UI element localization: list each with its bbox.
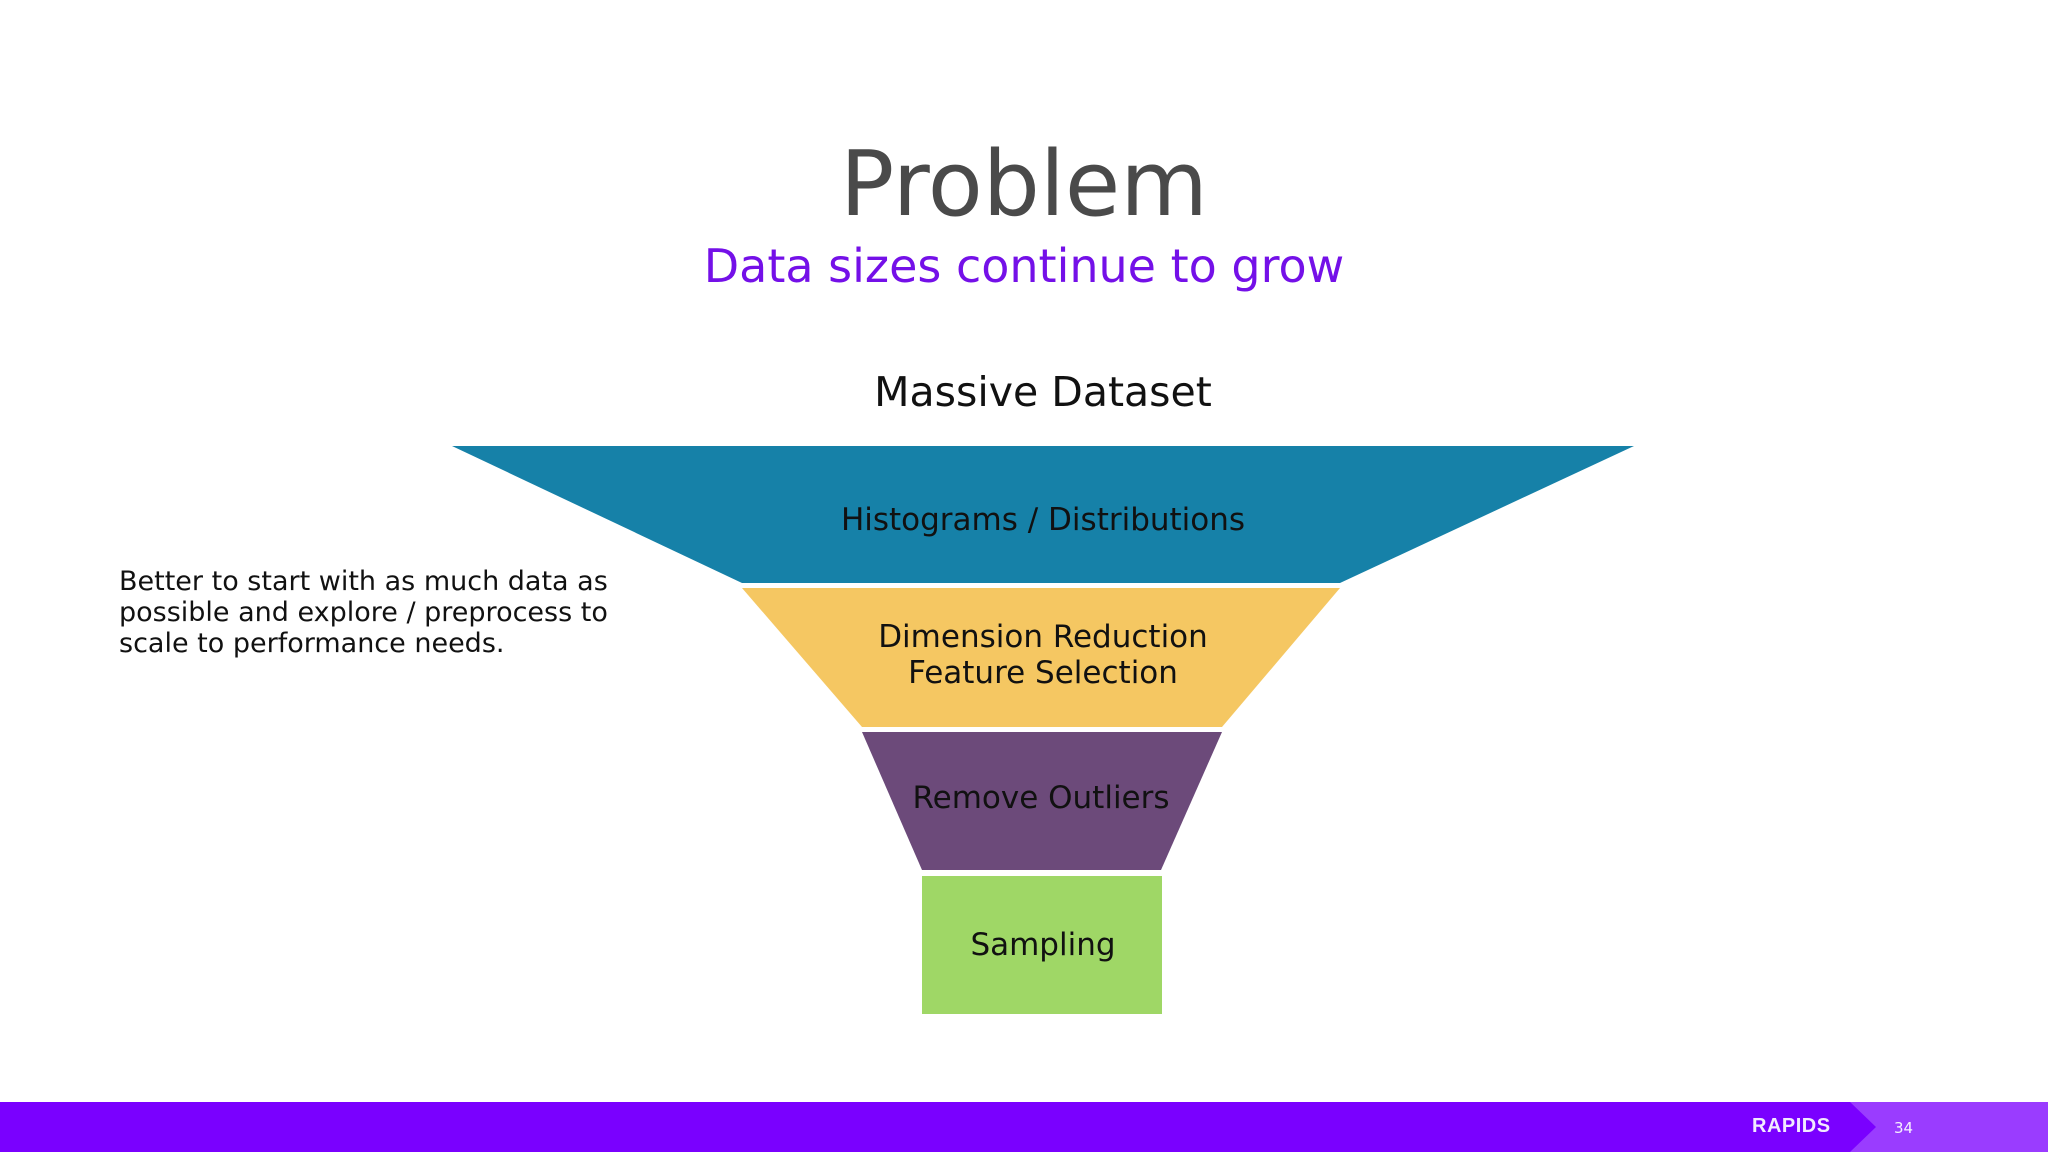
funnel-stage-remove-outliers: Remove Outliers xyxy=(862,732,1222,870)
funnel-stage-histograms: Histograms / Distributions xyxy=(452,446,1634,583)
funnel-stage-label: Histograms / Distributions xyxy=(841,502,1245,538)
funnel-stage-shape xyxy=(452,446,1634,583)
funnel-top-label: Massive Dataset xyxy=(874,368,1212,416)
side-note: Better to start with as much data as pos… xyxy=(119,566,608,659)
rapids-logo: RAPIDS xyxy=(1752,1115,1831,1137)
funnel-stage-label: Feature Selection xyxy=(908,655,1178,691)
funnel-stage-dimension-reduction: Dimension Reduction Feature Selection xyxy=(742,588,1340,727)
slide-subtitle: Data sizes continue to grow xyxy=(703,239,1345,293)
footer-bar: RAPIDS 34 xyxy=(0,1102,2048,1152)
funnel-stage-shape xyxy=(742,588,1340,727)
funnel-stage-sampling: Sampling xyxy=(922,876,1162,1014)
page-number: 34 xyxy=(1894,1119,1914,1137)
slide-title: Problem xyxy=(840,132,1208,237)
funnel-stage-shape xyxy=(922,876,1162,1014)
funnel-stage-label: Dimension Reduction xyxy=(878,619,1208,655)
funnel-stage-label: Remove Outliers xyxy=(912,780,1169,816)
footer-chevron xyxy=(1850,1102,2048,1152)
funnel-stage-label: Sampling xyxy=(970,927,1115,963)
funnel-stage-shape xyxy=(862,732,1222,870)
